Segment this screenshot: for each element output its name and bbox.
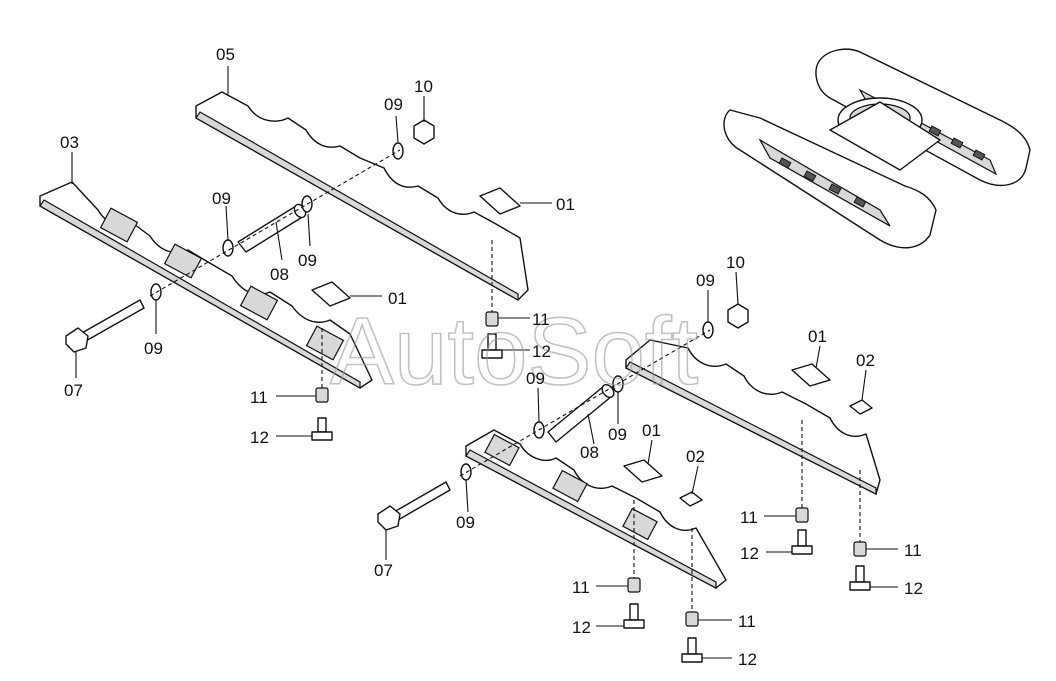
label-03: 03 (60, 133, 79, 152)
label-12-e: 12 (572, 618, 591, 637)
label-09-a: 09 (384, 95, 403, 114)
label-05: 05 (216, 45, 235, 64)
label-01-c: 01 (808, 327, 827, 346)
label-07-lower: 07 (374, 561, 393, 580)
pin-08-lower (547, 383, 615, 443)
label-11-f: 11 (738, 612, 756, 631)
label-01-a: 01 (556, 195, 575, 214)
assembly-lines (149, 149, 861, 612)
lower-rail (465, 429, 727, 589)
label-11-e: 11 (572, 578, 590, 597)
middle-rail-03 (39, 181, 373, 390)
label-12-f: 12 (738, 650, 757, 669)
bolt-07-upper (65, 299, 145, 353)
undercarriage-overview (723, 48, 1031, 249)
leader-lines (71, 66, 898, 659)
label-10-upper: 10 (414, 77, 433, 96)
label-11-d: 11 (904, 541, 922, 560)
label-07-upper: 07 (64, 381, 83, 400)
label-12-b: 12 (250, 428, 269, 447)
upper-rail-05 (195, 91, 529, 302)
label-02-a: 02 (856, 351, 875, 370)
label-09-c: 09 (298, 251, 317, 270)
label-09-d: 09 (144, 339, 163, 358)
label-02-b: 02 (686, 447, 705, 466)
label-10-lower: 10 (726, 253, 745, 272)
label-01-d: 01 (642, 421, 661, 440)
label-11-b: 11 (250, 388, 268, 407)
bolt-07-lower (377, 481, 451, 531)
label-08-lower: 08 (580, 443, 599, 462)
label-12-d: 12 (904, 579, 923, 598)
label-09-h: 09 (456, 513, 475, 532)
plates-01-02 (311, 187, 873, 507)
watermark-text: AutoSoft (330, 298, 698, 405)
label-08-upper: 08 (270, 265, 289, 284)
bolts-12 (311, 333, 871, 663)
label-11-c: 11 (740, 508, 758, 527)
part-labels: 05 03 10 09 01 09 09 08 01 09 07 11 12 1… (60, 45, 923, 669)
label-01-b: 01 (388, 289, 407, 308)
label-12-c: 12 (740, 544, 759, 563)
right-rail-upper (625, 339, 881, 495)
label-12-a: 12 (532, 342, 551, 361)
label-11-a: 11 (532, 310, 550, 329)
label-09-g: 09 (608, 425, 627, 444)
label-09-b: 09 (212, 189, 231, 208)
label-09-f: 09 (526, 369, 545, 388)
label-09-e: 09 (696, 271, 715, 290)
